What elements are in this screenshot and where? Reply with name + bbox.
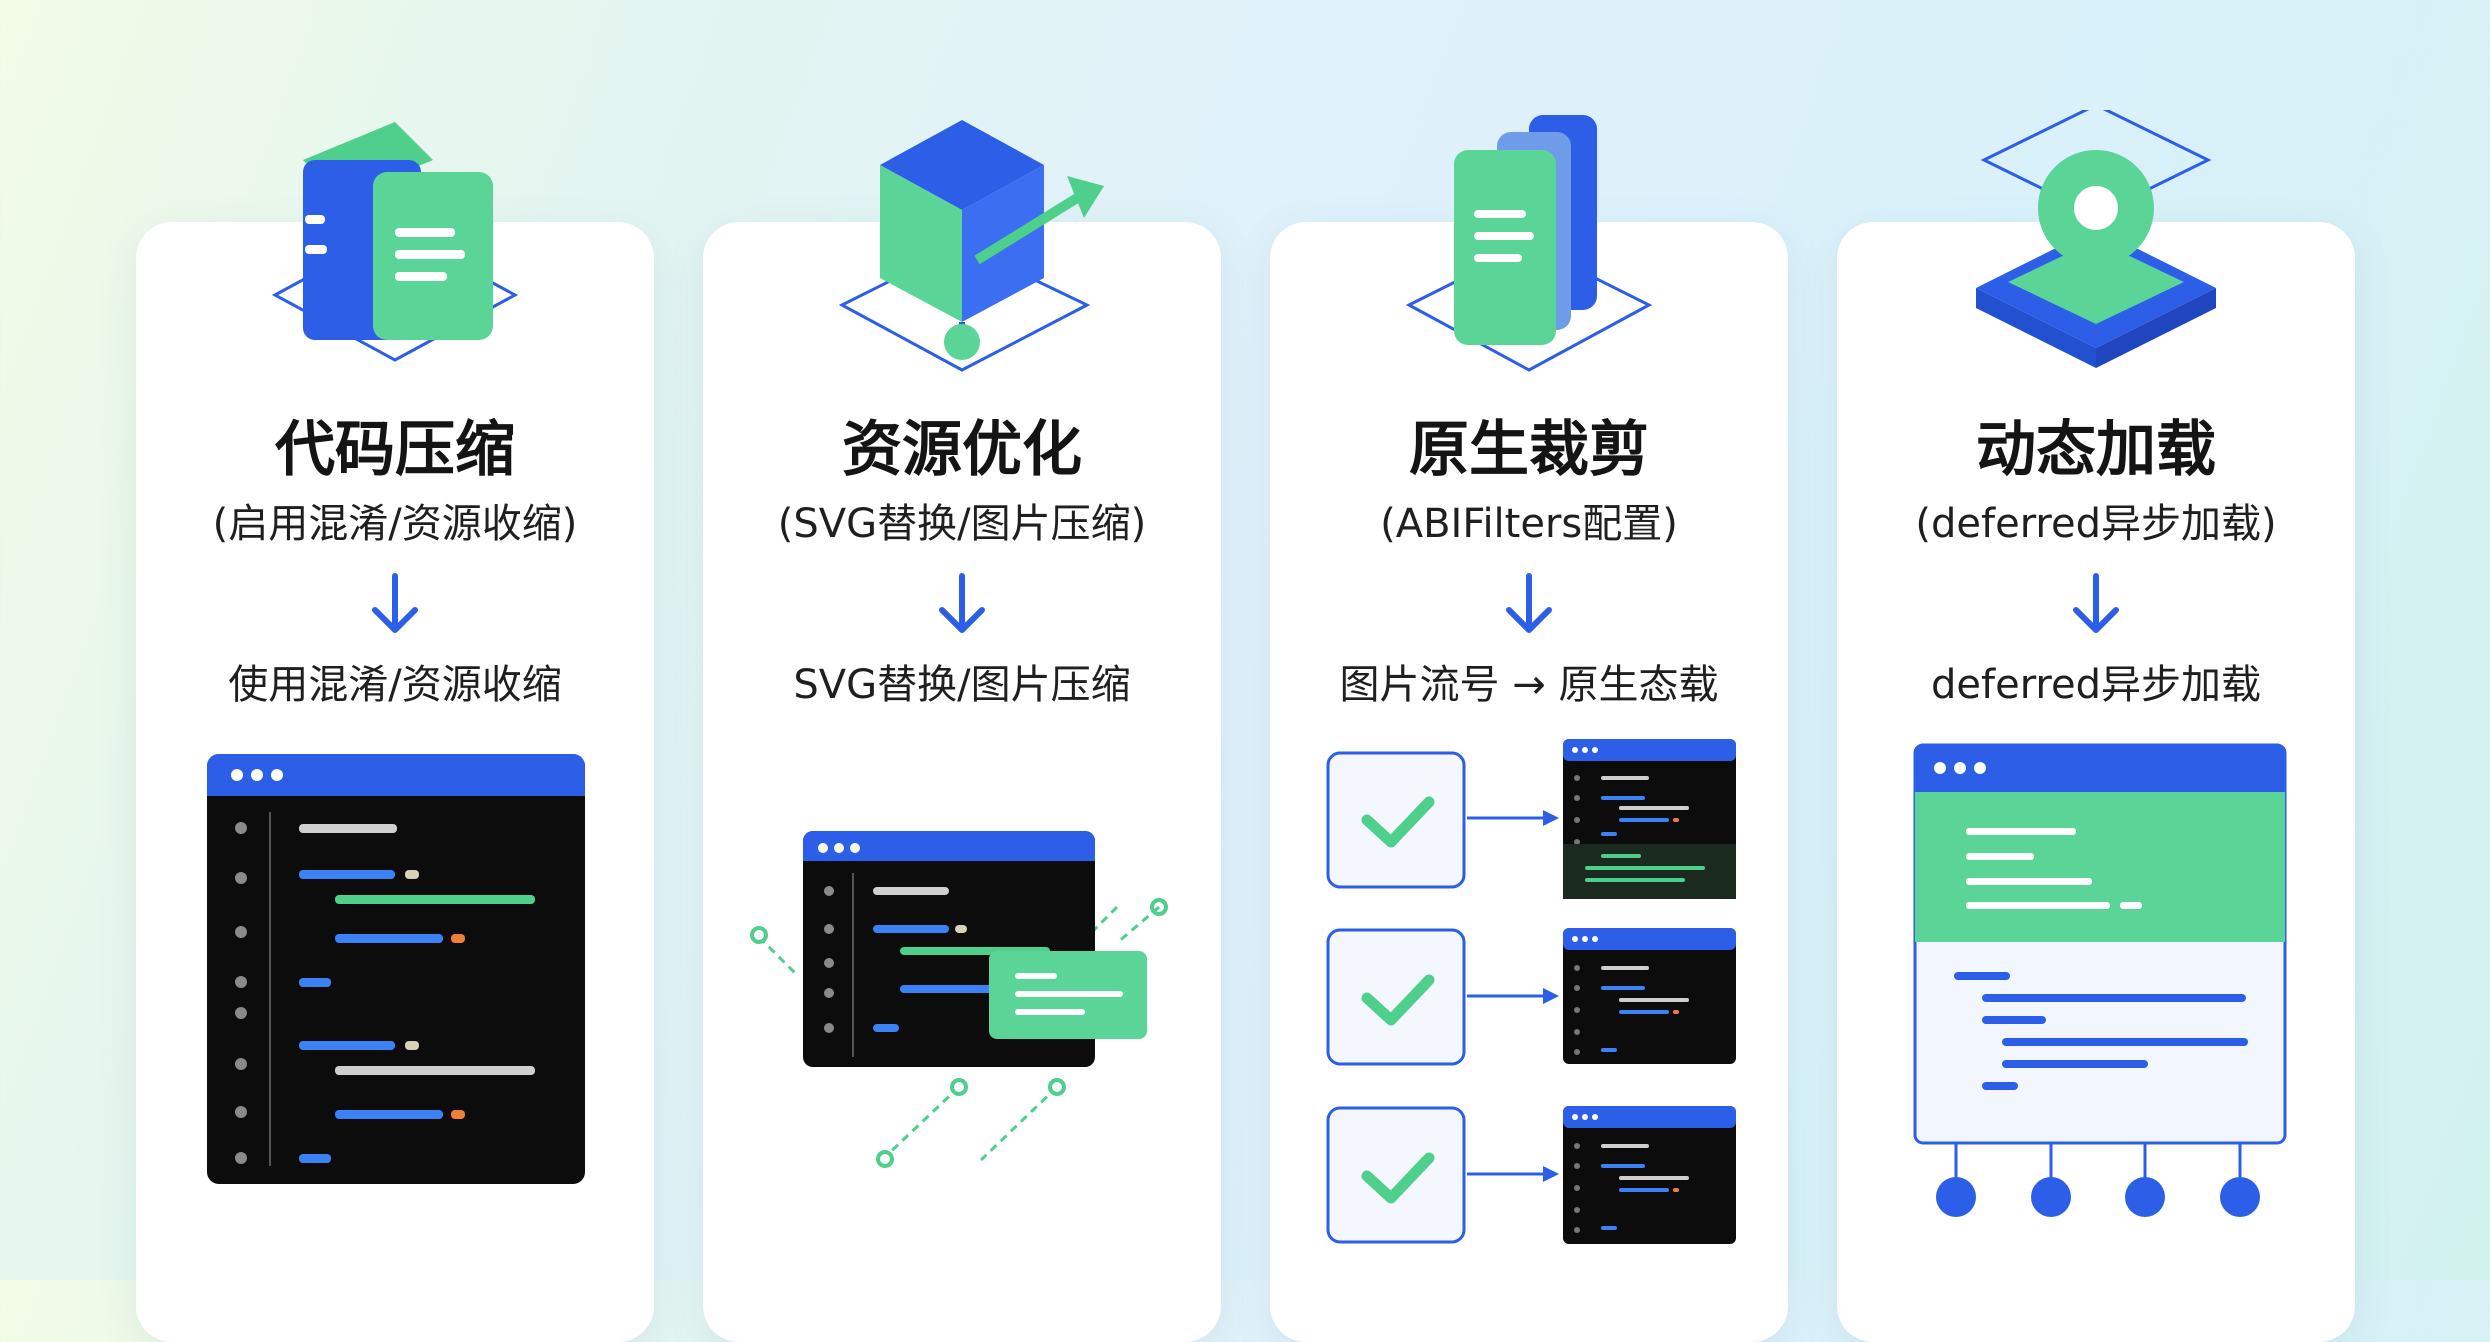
- card-resource-optimization: [703, 222, 1221, 1342]
- column-result: SVG替换/图片压缩: [793, 662, 1131, 708]
- column-subtitle: (启用混淆/资源收缩): [212, 501, 578, 547]
- code-file-icon: [271, 122, 519, 362]
- arrow-down-icon: [372, 573, 418, 633]
- code-editor-illustration: [207, 754, 585, 1184]
- column-subtitle: (deferred异步加载): [1915, 501, 2277, 547]
- deferred-loading-illustration: [1913, 743, 2287, 1217]
- column-result: deferred异步加载: [1931, 662, 2261, 708]
- column-result: 使用混淆/资源收缩: [228, 662, 562, 708]
- location-pin-icon: [1976, 110, 2216, 368]
- arrow-down-icon: [939, 573, 985, 633]
- native-layers-icon: [1405, 115, 1653, 372]
- native-trim-illustration: [1326, 739, 1736, 1244]
- column-subtitle: (SVG替换/图片压缩): [777, 501, 1147, 547]
- arrow-down-icon: [2073, 573, 2119, 633]
- column-title: 动态加载: [1976, 415, 2216, 485]
- column-result: 图片流号 → 原生态载: [1339, 662, 1719, 708]
- resource-editor-illustration: [750, 831, 1168, 1168]
- arrow-down-icon: [1506, 573, 1552, 633]
- resource-cube-icon: [838, 120, 1104, 372]
- column-subtitle: (ABIFilters配置): [1380, 501, 1678, 547]
- column-title: 代码压缩: [275, 415, 515, 485]
- column-title: 原生裁剪: [1409, 415, 1649, 485]
- column-title: 资源优化: [842, 415, 1082, 485]
